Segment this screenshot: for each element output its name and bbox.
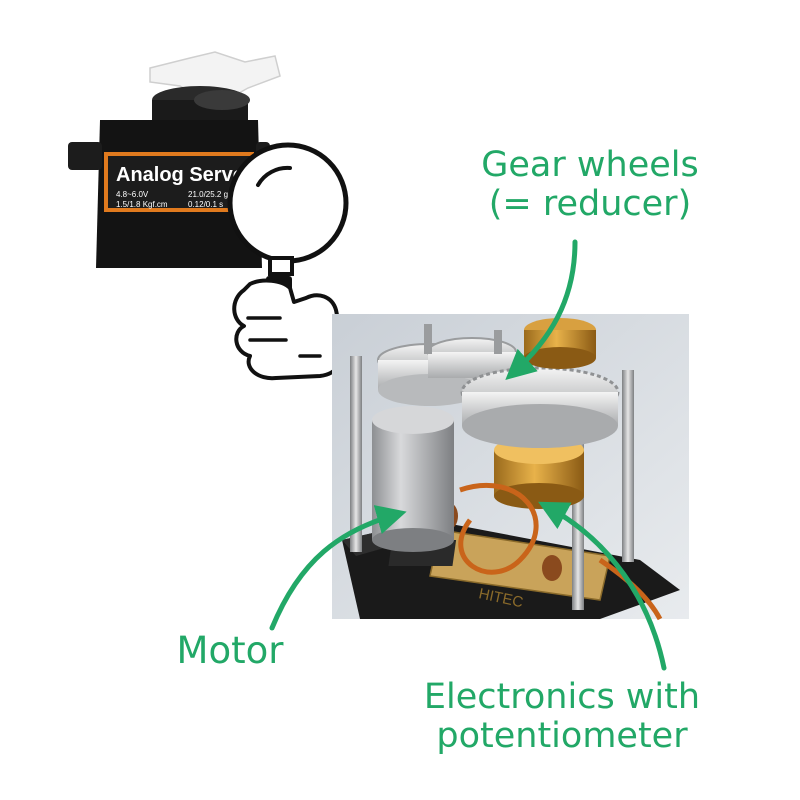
servo-spec-left-1: 4.8~6.0V — [116, 190, 149, 199]
label-motor: Motor — [176, 629, 284, 672]
label-electronics-line1: Electronics with — [423, 677, 701, 717]
arrow-motor — [269, 505, 407, 631]
arrow-electronics — [538, 501, 667, 671]
label-electronics-line2: potentiometer — [436, 716, 688, 757]
label-gear-line1: Gear wheels — [481, 145, 699, 185]
servo-brand: Analog Servo — [116, 164, 245, 186]
hand-icon — [232, 278, 345, 381]
label-electronics: Electronics with potentiometer — [392, 677, 732, 757]
servo-spec-left-2: 1.5/1.8 Kgf.cm — [116, 200, 168, 209]
servo-internals-photo: HITEC — [332, 314, 689, 621]
arrow-gear — [505, 239, 578, 381]
label-gear-wheels: Gear wheels (= reducer) — [440, 145, 740, 225]
servo-spec-right-2: 0.12/0.1 s — [188, 200, 223, 209]
servo-spec-right-1: 21.0/25.2 g — [188, 190, 228, 199]
label-gear-line2: (= reducer) — [488, 184, 692, 225]
